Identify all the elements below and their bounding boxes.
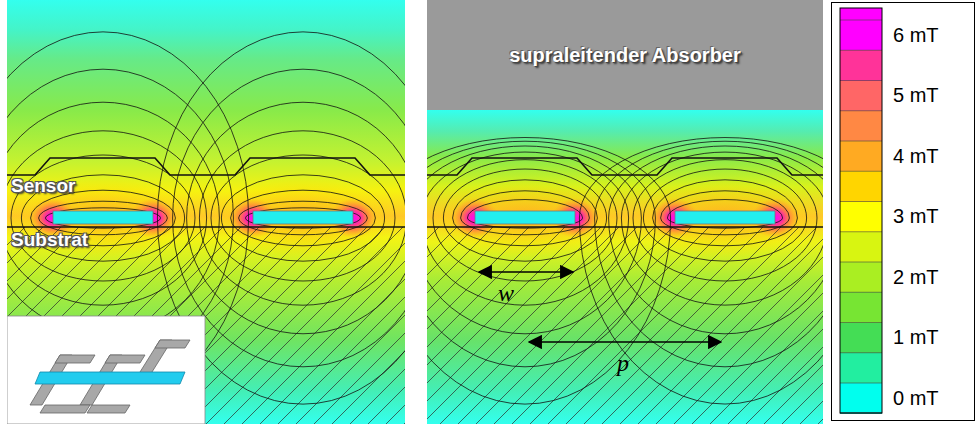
color-swatch bbox=[840, 262, 882, 292]
band-divider bbox=[840, 110, 882, 111]
sensor-strip bbox=[475, 211, 575, 224]
field-line bbox=[239, 201, 368, 235]
left-panel bbox=[7, 0, 405, 424]
field-line bbox=[211, 155, 395, 281]
field-line bbox=[579, 138, 823, 405]
field-line bbox=[461, 191, 590, 235]
field-line bbox=[11, 155, 195, 281]
band-divider bbox=[840, 413, 882, 414]
absorber-block: supraleitender Absorber bbox=[427, 0, 823, 110]
field-line bbox=[45, 208, 160, 228]
field-line bbox=[661, 191, 790, 235]
band-divider bbox=[840, 50, 882, 51]
sensor-film-line bbox=[7, 158, 405, 175]
field-line bbox=[667, 200, 782, 229]
logo-bar bbox=[35, 372, 185, 384]
layer-label: Substrat bbox=[11, 229, 88, 251]
color-swatch bbox=[840, 81, 882, 111]
logo bbox=[30, 340, 190, 413]
legend-label: 5 mT bbox=[893, 84, 939, 107]
colorbar-border bbox=[840, 8, 882, 413]
color-swatch bbox=[840, 202, 882, 232]
color-swatch bbox=[840, 323, 882, 353]
colorbar-halfbands bbox=[840, 8, 882, 414]
field-line bbox=[653, 180, 798, 246]
color-swatch bbox=[840, 141, 882, 171]
legend-label: 2 mT bbox=[893, 266, 939, 289]
color-swatch bbox=[840, 383, 882, 413]
field-line bbox=[231, 190, 376, 246]
logo-ground bbox=[7, 316, 205, 424]
absorber-label: supraleitender Absorber bbox=[509, 44, 741, 67]
field-line bbox=[245, 208, 360, 228]
dimension-label: w bbox=[498, 280, 514, 307]
field-line bbox=[173, 69, 405, 367]
legend-frame bbox=[832, 3, 975, 421]
dimension-label: p bbox=[617, 350, 629, 377]
band-divider bbox=[840, 141, 882, 142]
band-divider bbox=[840, 171, 882, 172]
field-line bbox=[643, 169, 806, 261]
legend-label: 0 mT bbox=[893, 387, 939, 410]
legend-label: 3 mT bbox=[893, 205, 939, 228]
field-line bbox=[467, 200, 582, 229]
band-divider bbox=[840, 292, 882, 293]
band-divider bbox=[840, 201, 882, 202]
field-line bbox=[7, 102, 219, 334]
field-line bbox=[187, 102, 405, 334]
field-line bbox=[453, 180, 598, 246]
field-line bbox=[427, 146, 641, 334]
band-divider bbox=[840, 413, 882, 414]
field-line bbox=[427, 138, 671, 405]
layer-label: Sensor bbox=[11, 175, 75, 197]
band-divider bbox=[840, 20, 882, 21]
substrate-line bbox=[427, 226, 823, 228]
field-line bbox=[633, 160, 817, 281]
legend-label: 6 mT bbox=[893, 24, 939, 47]
field-ground bbox=[427, 110, 823, 424]
field-line bbox=[221, 175, 384, 261]
color-swatch bbox=[840, 20, 882, 50]
field-line bbox=[199, 131, 405, 305]
sensor-film-line bbox=[427, 158, 823, 175]
field-line bbox=[7, 131, 207, 305]
sensor-strip bbox=[53, 211, 153, 224]
band-divider bbox=[840, 262, 882, 263]
sensor-strip bbox=[675, 211, 775, 224]
right-panel bbox=[379, 110, 870, 424]
field-line bbox=[443, 169, 606, 261]
band-divider bbox=[840, 322, 882, 323]
substrate-line bbox=[7, 226, 405, 228]
band-divider bbox=[840, 80, 882, 81]
pitch-dimension bbox=[529, 341, 721, 343]
width-dimension bbox=[479, 271, 573, 273]
band-divider bbox=[840, 383, 882, 384]
field-line bbox=[433, 160, 617, 281]
legend-label: 4 mT bbox=[893, 145, 939, 168]
band-divider bbox=[840, 352, 882, 353]
band-divider bbox=[840, 231, 882, 232]
sensor-strip bbox=[253, 211, 353, 224]
legend-label: 1 mT bbox=[893, 326, 939, 349]
